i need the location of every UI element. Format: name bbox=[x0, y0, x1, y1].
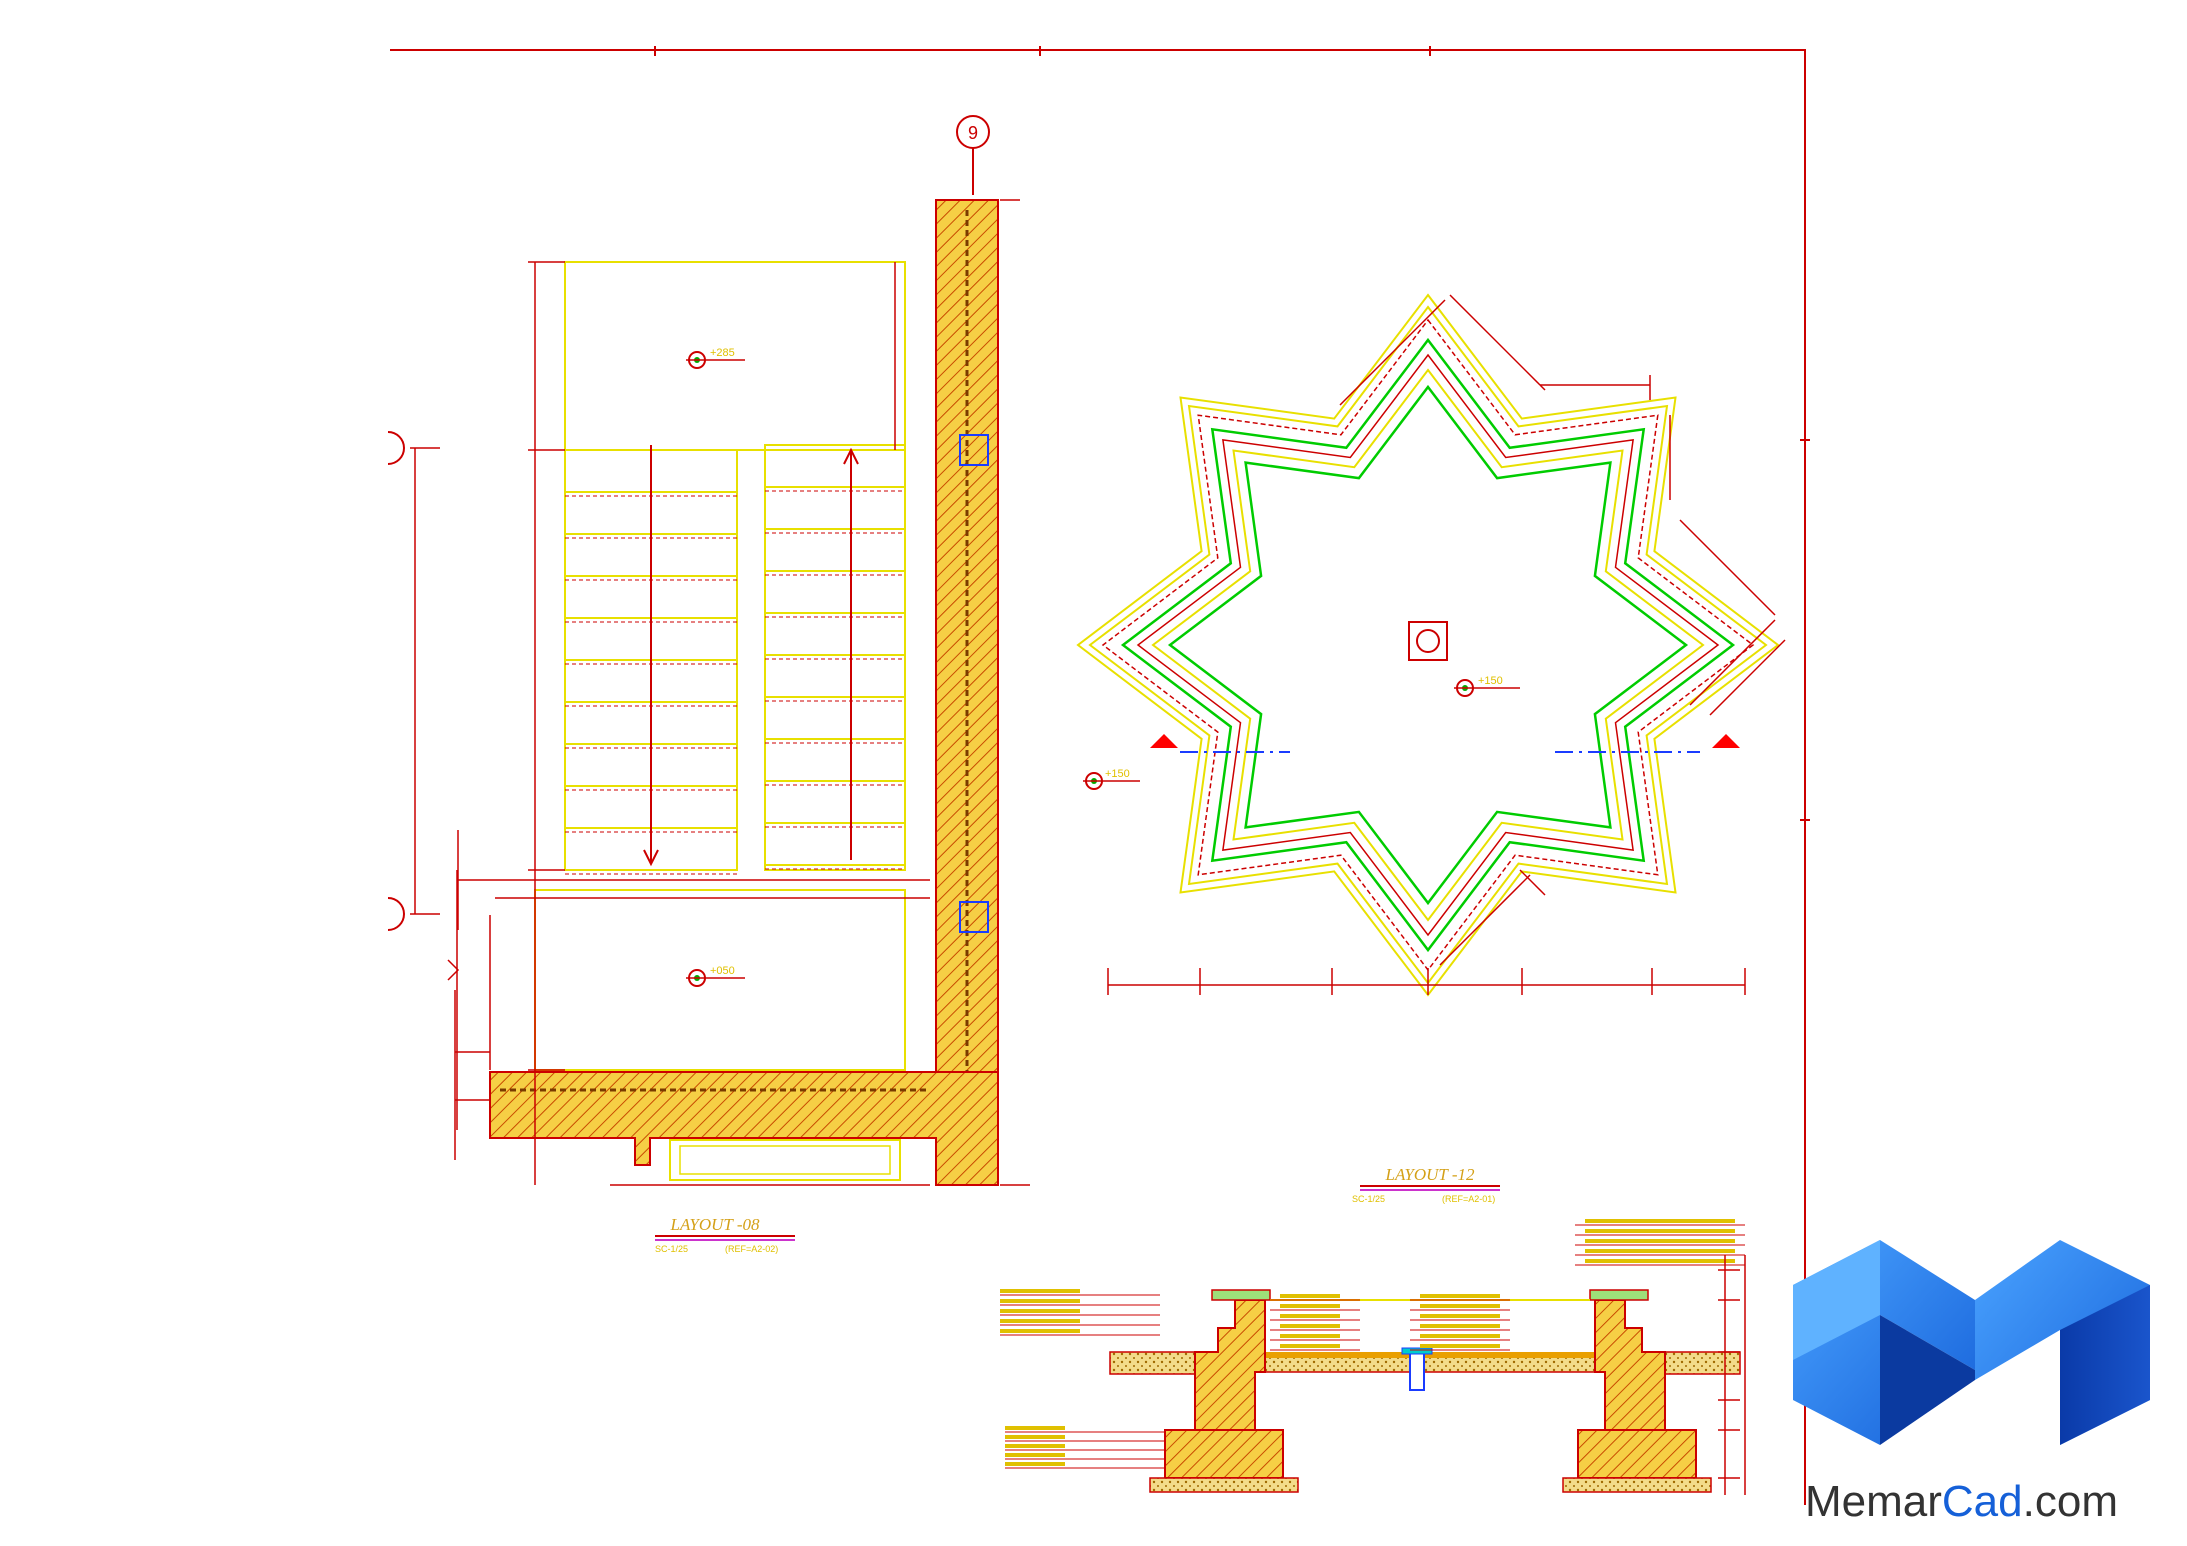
leader-note-center-right bbox=[1420, 1334, 1500, 1338]
footing-right bbox=[1577, 1429, 1697, 1479]
star-ring-outline bbox=[1101, 318, 1755, 972]
fountain-level-outside: +150 bbox=[1083, 768, 1140, 790]
leader-note-center-right bbox=[1420, 1314, 1500, 1318]
lean-concrete-left bbox=[1149, 1477, 1299, 1493]
memarcad-wordmark: MemarCad.com bbox=[1805, 1477, 2118, 1526]
leader-note-left bbox=[1000, 1299, 1080, 1303]
coping-right bbox=[1589, 1289, 1649, 1301]
leader-note-center-right bbox=[1420, 1324, 1500, 1328]
grid-bubble-9: 9 bbox=[956, 115, 990, 195]
stair-flight-right bbox=[764, 444, 906, 871]
stair-treads-right bbox=[765, 486, 905, 870]
leader-note-left bbox=[1000, 1329, 1080, 1333]
leader-note-center bbox=[1280, 1344, 1340, 1348]
memarcad-m-logo-icon bbox=[1793, 1240, 2150, 1445]
star-ring-outline bbox=[1136, 353, 1720, 937]
level-marker-upper: +285 bbox=[686, 347, 745, 369]
stair-dimensions bbox=[410, 199, 1030, 1186]
stair-wall-bottom bbox=[489, 1071, 999, 1186]
fountain-plan-scale: SC-1/25 bbox=[1352, 1194, 1385, 1204]
memarcad-wordmark-suffix: .com bbox=[2023, 1477, 2118, 1526]
fountain-section-drawing bbox=[1000, 1219, 1746, 1495]
stair-plan-ref: (REF=A2-02) bbox=[725, 1244, 778, 1254]
level-marker-lower-label: +050 bbox=[710, 965, 735, 977]
section-arrow-right bbox=[1712, 734, 1740, 748]
leader-note-left bbox=[1000, 1319, 1080, 1323]
upper-landing bbox=[564, 261, 906, 451]
memarcad-wordmark-cad: Cad bbox=[1942, 1477, 2023, 1526]
fountain-level-center: +150 bbox=[1454, 675, 1520, 697]
leader-note-left-footing bbox=[1005, 1435, 1065, 1439]
leader-note-right bbox=[1585, 1239, 1735, 1243]
star-fountain-drawing: +150 +150 bbox=[1076, 293, 1786, 1204]
leader-note-center bbox=[1280, 1334, 1340, 1338]
section-wall-left bbox=[1194, 1299, 1266, 1431]
section-cut-line bbox=[1150, 734, 1740, 753]
leader-note-left-footing bbox=[1005, 1444, 1065, 1448]
leader-note-left-footing bbox=[1005, 1453, 1065, 1457]
fountain-diagonal-dimensions bbox=[1339, 294, 1786, 966]
leader-note-right bbox=[1585, 1259, 1735, 1263]
fountain-drain bbox=[1408, 621, 1448, 661]
star-ring-outline bbox=[1167, 384, 1689, 906]
stair-direction-arrows bbox=[643, 445, 859, 867]
stair-plan-title-block: LAYOUT -08 SC-1/25 (REF=A2-02) bbox=[655, 1215, 795, 1254]
section-arrow-left bbox=[1150, 734, 1178, 748]
fountain-level-center-label: +150 bbox=[1478, 675, 1503, 687]
leader-note-right bbox=[1585, 1229, 1735, 1233]
memarcad-watermark: MemarCad.com bbox=[1793, 1240, 2150, 1526]
star-fountain-rings bbox=[1076, 293, 1780, 997]
star-ring-outline bbox=[1076, 293, 1780, 997]
section-wall-right bbox=[1594, 1299, 1666, 1431]
star-ring-outline bbox=[1120, 337, 1736, 953]
level-marker-lower: +050 bbox=[686, 965, 745, 987]
section-vertical-dimension bbox=[1718, 1255, 1746, 1495]
leader-note-center bbox=[1280, 1324, 1340, 1328]
leader-note-center bbox=[1280, 1314, 1340, 1318]
fountain-dimension-string bbox=[1107, 968, 1746, 995]
stair-plan-scale: SC-1/25 bbox=[655, 1244, 688, 1254]
coping-left bbox=[1211, 1289, 1271, 1301]
leader-note-right bbox=[1585, 1249, 1735, 1253]
section-leaders-left bbox=[1000, 1289, 1360, 1469]
grid-bubble-9-label: 9 bbox=[968, 123, 978, 143]
level-marker-upper-label: +285 bbox=[710, 347, 735, 359]
stair-plan-drawing: 9 bbox=[387, 115, 1030, 1254]
fountain-level-outside-label: +150 bbox=[1105, 768, 1130, 780]
section-leaders-right bbox=[1410, 1219, 1745, 1351]
grid-bubble-left-upper bbox=[387, 431, 405, 465]
stair-entry-marks bbox=[447, 830, 490, 1160]
star-ring-outline bbox=[1151, 368, 1705, 922]
leader-note-left bbox=[1000, 1289, 1080, 1293]
column-upper bbox=[959, 434, 989, 466]
leader-note-center-right bbox=[1420, 1344, 1500, 1348]
leader-note-left bbox=[1000, 1309, 1080, 1313]
leader-note-center-right bbox=[1420, 1294, 1500, 1298]
leader-note-left-footing bbox=[1005, 1426, 1065, 1430]
lean-concrete-right bbox=[1562, 1477, 1712, 1493]
star-ring-outline bbox=[1088, 305, 1768, 985]
leader-note-center bbox=[1280, 1304, 1340, 1308]
grid-bubble-left-lower bbox=[387, 897, 405, 931]
leader-note-center bbox=[1280, 1294, 1340, 1298]
fountain-plan-ref: (REF=A2-01) bbox=[1442, 1194, 1495, 1204]
section-basin-floor bbox=[1254, 1355, 1606, 1373]
memarcad-wordmark-memar: Memar bbox=[1805, 1477, 1942, 1526]
stair-plan-title: LAYOUT -08 bbox=[670, 1215, 760, 1234]
column-lower bbox=[959, 901, 989, 933]
leader-note-center-right bbox=[1420, 1304, 1500, 1308]
fountain-plan-title: LAYOUT -12 bbox=[1385, 1165, 1475, 1184]
fountain-plan-title-block: LAYOUT -12 SC-1/25 (REF=A2-01) bbox=[1352, 1165, 1500, 1204]
lower-landing bbox=[534, 889, 906, 1071]
section-drain bbox=[1401, 1347, 1433, 1391]
footing-left bbox=[1164, 1429, 1284, 1479]
leader-note-right bbox=[1585, 1219, 1735, 1223]
drawing-frame bbox=[390, 46, 1810, 1505]
leader-note-left-footing bbox=[1005, 1462, 1065, 1466]
